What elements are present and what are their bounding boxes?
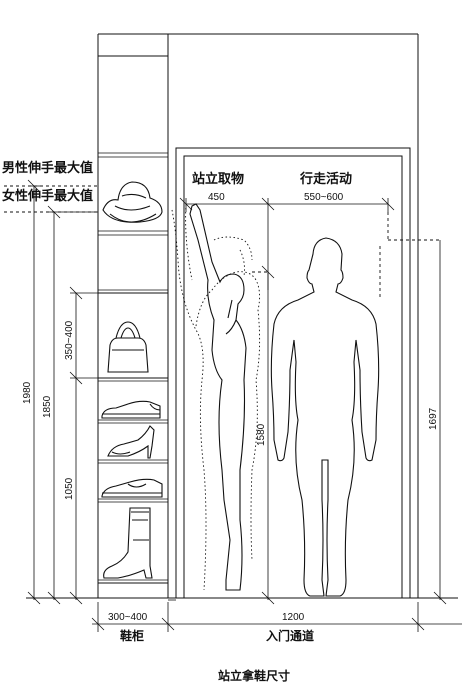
- dim-550-600: 550~600: [304, 192, 344, 203]
- stand-take-label: 站立取物: [192, 171, 244, 186]
- dim-1697: 1697: [428, 407, 439, 430]
- walk-activity-label: 行走活动: [299, 171, 352, 186]
- entry-passage-label: 入门通道: [266, 628, 314, 643]
- dress-shoe-icon: [101, 400, 161, 419]
- standing-man-figure: [270, 237, 380, 597]
- high-heel-icon: [107, 425, 155, 459]
- horizontal-dimensions-bottom: [91, 599, 462, 632]
- dim-1050: 1050: [64, 477, 75, 500]
- dim-1980: 1980: [22, 381, 33, 404]
- female-reach-label: 女性伸手最大值: [2, 188, 93, 203]
- door-frame: [175, 147, 411, 599]
- dim-1580: 1580: [256, 423, 267, 446]
- dim-450: 450: [208, 192, 225, 203]
- reaching-person-figure: [189, 203, 247, 591]
- loafer-shoe-icon: [101, 478, 163, 498]
- dim-350-400: 350~400: [64, 320, 75, 360]
- dim-300-400: 300~400: [108, 612, 148, 623]
- dim-1850: 1850: [42, 395, 53, 418]
- dim-1200: 1200: [282, 612, 305, 623]
- shoe-cabinet-label: 鞋柜: [120, 628, 144, 643]
- reach-silhouette-dotted: [171, 203, 261, 591]
- diagram-caption: 站立拿鞋尺寸: [218, 668, 290, 683]
- horizontal-dimensions-top: [179, 197, 440, 300]
- boot-icon: [103, 507, 153, 579]
- male-reach-label: 男性伸手最大值: [2, 160, 93, 175]
- handbag-icon: [107, 321, 149, 373]
- vertical-dimensions-inner: [252, 240, 447, 605]
- hat-icon: [102, 181, 163, 223]
- vertical-dimensions-left: [27, 179, 98, 605]
- shoe-cabinet: [97, 33, 419, 598]
